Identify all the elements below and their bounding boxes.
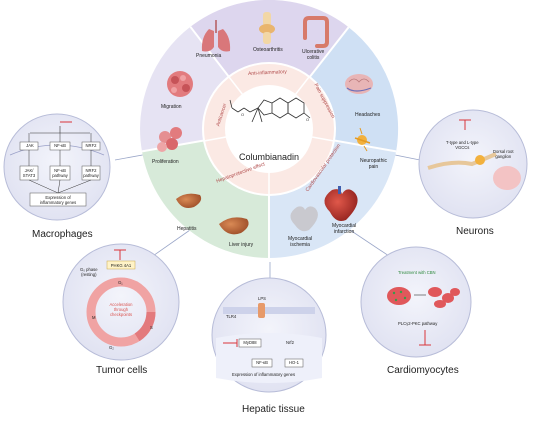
liver-injury-icon (219, 217, 249, 235)
liver-hepatitis-icon (176, 193, 202, 208)
knee-icon (259, 12, 275, 44)
cardiomyocytes-panel (360, 246, 472, 358)
cell-cluster-icon (157, 127, 182, 152)
tumor-phase-label: G₀ phase(resting) (80, 267, 98, 277)
heart-ischemia-icon (290, 206, 318, 232)
cardio-treatment: Treatment with CBN (398, 270, 436, 275)
caption-cardiomyocytes: Cardiomyocytes (387, 365, 459, 376)
hepatic-tlr4: TLR4 (226, 314, 237, 319)
label-proliferation: Proliferation (152, 159, 179, 165)
macrophages-panel (3, 113, 111, 221)
phase-m: M (92, 315, 96, 320)
hepatic-lps: LPS (258, 296, 266, 301)
colon-icon (303, 16, 329, 48)
hepatic-nrf2: Nrf2 (286, 340, 294, 345)
heart-infarction-icon (324, 186, 358, 221)
atom-oxygen-2: O (306, 117, 309, 122)
hepatic-ho1: HO-1 (288, 360, 299, 365)
caption-macrophages: Macrophages (32, 229, 93, 240)
neurons-panel (418, 109, 528, 219)
hepatic-panel (211, 277, 327, 393)
tumor-cells-panel (62, 243, 180, 361)
caption-neurons: Neurons (456, 226, 494, 237)
tumor-protein-label: PHKG 4A1 (110, 263, 132, 268)
phase-s: S (150, 325, 153, 330)
mac-pathway-jak: JAK/STAT3 (22, 168, 36, 178)
tumor-mass-icon (167, 71, 193, 97)
phase-g2: G₂ (109, 345, 114, 350)
mac-node-nfkb: NF-κB (54, 143, 66, 148)
label-migration: Migration (161, 104, 182, 110)
compound-name: Columbianadin (239, 152, 300, 162)
phase-g1: G₁ (118, 280, 123, 285)
label-osteoarthritis: Osteoarthritis (253, 47, 283, 53)
center-disc (225, 85, 313, 173)
molecule-structure (229, 97, 311, 123)
caption-hepatic-tissue: Hepatic tissue (242, 404, 305, 415)
mac-node-jak: JAK (26, 143, 34, 148)
mac-node-nrf2: NRF2 (85, 143, 97, 148)
hepatic-output: Expression of inflammatory genes (232, 372, 296, 377)
cardio-pathway: PLCγ2-PKC pathway (398, 321, 438, 326)
neuron-icon (354, 127, 371, 152)
brain-icon (345, 74, 373, 94)
label-hepatitis: Hepatitis (177, 226, 197, 232)
hepatic-myd88: MyD88 (243, 340, 257, 345)
lungs-icon (201, 20, 231, 52)
atom-oxygen-1: O (241, 112, 244, 117)
caption-tumor-cells: Tumor cells (96, 365, 148, 376)
label-pneumonia: Pneumonia (196, 53, 222, 59)
label-liver-injury: Liver injury (229, 242, 254, 248)
hepatic-nfkb: NF-κB (256, 360, 268, 365)
label-headaches: Headaches (355, 112, 381, 118)
